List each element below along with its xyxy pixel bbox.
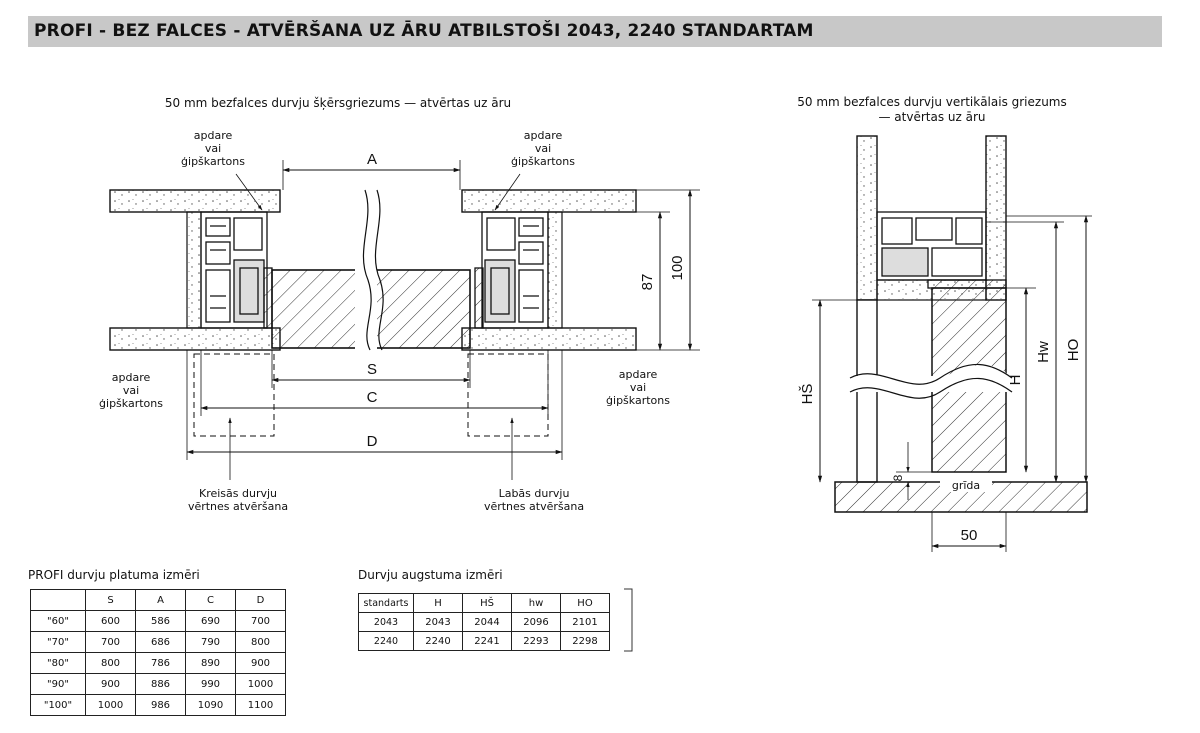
- dimension-H: H: [1006, 287, 1036, 473]
- svg-text:Labās durvju: Labās durvju: [499, 487, 570, 500]
- svg-text:ģipškartons: ģipškartons: [99, 397, 163, 410]
- svg-text:apdare: apdare: [112, 371, 151, 384]
- dimension-50: 50: [931, 512, 1007, 552]
- svg-text:ģipškartons: ģipškartons: [181, 155, 245, 168]
- svg-text:— atvērtas uz āru: — atvērtas uz āru: [878, 110, 985, 124]
- vertical-section-caption: 50 mm bezfalces durvju vertikālais griez…: [797, 95, 1067, 124]
- table-header-cell: hw: [511, 593, 561, 613]
- table-header-cell: D: [235, 589, 286, 611]
- svg-text:D: D: [367, 433, 378, 450]
- frame-profile-right: [474, 211, 549, 329]
- svg-text:HO: HO: [1065, 339, 1082, 362]
- dimension-87-100: 87 100: [636, 189, 700, 351]
- svg-text:ģipškartons: ģipškartons: [606, 394, 670, 407]
- svg-text:A: A: [367, 151, 377, 168]
- table-header-row: S A C D: [30, 589, 286, 611]
- table-header-cell: HŠ: [462, 593, 512, 613]
- svg-text:8: 8: [891, 474, 905, 481]
- table-header-cell: standarts: [358, 593, 414, 613]
- right-leaf-label: Labās durvju vērtnes atvēršana: [484, 487, 584, 513]
- dimension-Hw: Hw: [986, 221, 1064, 483]
- left-leaf-swing: [193, 353, 275, 437]
- page-title: PROFI - BEZ FALCES - ATVĒRŠANA UZ ĀRU AT…: [34, 21, 814, 41]
- title-bar: PROFI - BEZ FALCES - ATVĒRŠANA UZ ĀRU AT…: [28, 16, 1162, 47]
- dimension-HO: HO: [1006, 215, 1092, 483]
- vertical-frame-profile: [876, 211, 1007, 289]
- left-leaf-label: Kreisās durvju vērtnes atvēršana: [188, 487, 288, 513]
- svg-text:ģipškartons: ģipškartons: [511, 155, 575, 168]
- svg-text:100: 100: [669, 255, 686, 280]
- table-header-cell: [30, 589, 86, 611]
- floor: grīda: [834, 476, 1088, 513]
- svg-text:apdare: apdare: [524, 129, 563, 142]
- table-header-cell: A: [135, 589, 186, 611]
- label-bottom-left: apdare vai ģipškartons: [99, 371, 163, 410]
- svg-text:grīda: grīda: [952, 479, 980, 492]
- dimension-8: 8: [891, 442, 932, 500]
- label-top-right: apdare vai ģipškartons: [511, 129, 575, 168]
- dimension-C: C: [200, 350, 549, 416]
- svg-text:50: 50: [961, 527, 978, 544]
- dimension-Hs: HŠ: [799, 299, 857, 483]
- table-header-cell: C: [185, 589, 236, 611]
- svg-text:C: C: [367, 389, 378, 406]
- svg-text:apdare: apdare: [619, 368, 658, 381]
- svg-text:S: S: [367, 361, 377, 378]
- height-table-bracket: [624, 588, 633, 652]
- table-header-cell: S: [85, 589, 136, 611]
- height-table-caption: Durvju augstuma izmēri: [358, 568, 503, 582]
- svg-text:HŠ: HŠ: [799, 384, 816, 405]
- svg-text:vērtnes atvēršana: vērtnes atvēršana: [484, 500, 584, 513]
- label-top-left: apdare vai ģipškartons: [181, 129, 245, 168]
- frame-profile-left: [200, 211, 273, 329]
- width-table-caption: PROFI durvju platuma izmēri: [28, 568, 200, 582]
- table-header-cell: HO: [560, 593, 610, 613]
- svg-text:vērtnes atvēršana: vērtnes atvēršana: [188, 500, 288, 513]
- svg-text:apdare: apdare: [194, 129, 233, 142]
- table-header-row: standarts H HŠ hw HO: [358, 593, 610, 613]
- wall-right: [461, 189, 637, 351]
- svg-text:87: 87: [639, 274, 656, 291]
- door-leaf-section: [271, 189, 471, 351]
- svg-text:Kreisās durvju: Kreisās durvju: [199, 487, 277, 500]
- right-leaf-swing: [467, 353, 549, 437]
- table-header-cell: H: [413, 593, 463, 613]
- cross-section-caption: 50 mm bezfalces durvju šķērsgriezums — a…: [165, 96, 511, 110]
- svg-text:50 mm bezfalces durvju vertikā: 50 mm bezfalces durvju vertikālais griez…: [797, 95, 1067, 109]
- svg-text:vai: vai: [535, 142, 551, 155]
- svg-text:H: H: [1007, 375, 1024, 386]
- svg-text:vai: vai: [205, 142, 221, 155]
- dimension-S: S: [271, 350, 471, 388]
- label-bottom-right: apdare vai ģipškartons: [606, 368, 670, 407]
- dimension-A: A: [282, 151, 461, 190]
- svg-text:vai: vai: [123, 384, 139, 397]
- svg-text:Hw: Hw: [1035, 341, 1052, 363]
- svg-text:vai: vai: [630, 381, 646, 394]
- vertical-door-leaf: [849, 287, 1013, 483]
- wall-left: [109, 189, 281, 351]
- dimension-D: D: [186, 350, 563, 460]
